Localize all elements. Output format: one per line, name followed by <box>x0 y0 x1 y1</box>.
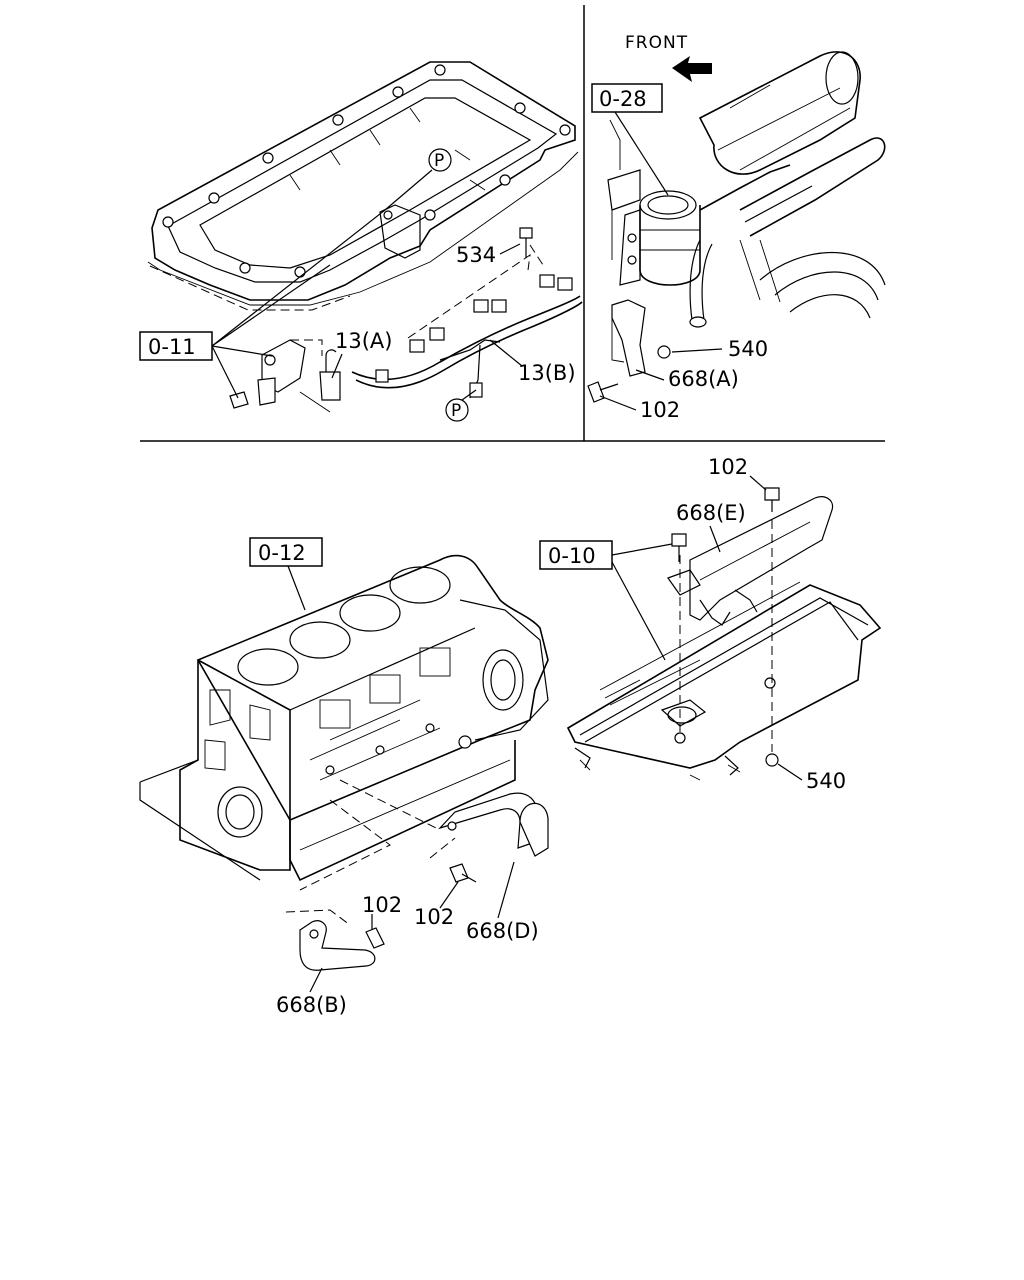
leader-668d <box>497 861 515 919</box>
leader-13b <box>489 339 523 367</box>
ref-box-0-10-label: 0-10 <box>548 544 596 568</box>
ref-box-0-12 <box>249 537 323 567</box>
leader-534 <box>499 243 521 255</box>
circle-marker-p-bottom-label: P <box>451 401 462 421</box>
sensor-parts <box>229 339 341 413</box>
callout-668e: 668(E) <box>676 501 746 525</box>
callout-668d: 668(D) <box>466 919 539 943</box>
panel-dividers <box>140 5 885 442</box>
engine-front-drawing <box>587 51 886 403</box>
oil-pan-drawing <box>147 61 579 311</box>
cylinder-block-drawing <box>139 554 549 891</box>
leader-13a <box>331 353 343 379</box>
callout-534: 534 <box>456 243 496 267</box>
leader-540-top <box>671 348 723 353</box>
callout-13a: 13(A) <box>335 329 392 353</box>
callout-102-bl2: 102 <box>414 905 454 929</box>
leader-668b <box>309 967 323 993</box>
leader-668e <box>709 525 721 553</box>
front-label: FRONT <box>625 33 688 53</box>
ref-box-0-12-label: 0-12 <box>258 541 306 565</box>
callout-102-right: 102 <box>708 455 748 479</box>
leader-102-top <box>599 395 637 411</box>
ref-box-0-28-label: 0-28 <box>599 87 647 111</box>
leader-668a <box>635 369 665 381</box>
callout-540-top: 540 <box>728 337 768 361</box>
circle-marker-p-top-label: P <box>434 151 445 171</box>
bracket-668b-drawing <box>285 909 385 971</box>
leader-102-right <box>749 475 767 491</box>
leader-0-28 <box>614 111 669 196</box>
ref-box-0-11-label: 0-11 <box>148 335 196 359</box>
ref-box-0-28 <box>591 83 663 113</box>
callout-668a: 668(A) <box>668 367 739 391</box>
circle-marker-p-bottom: P <box>445 389 477 422</box>
circle-marker-p-top: P <box>384 148 452 211</box>
leader-lines-0-11 <box>211 209 386 399</box>
callout-102-top: 102 <box>640 398 680 422</box>
front-arrow-icon <box>672 56 712 82</box>
pan-guard-drawing <box>566 487 882 781</box>
callout-668b: 668(B) <box>276 993 347 1017</box>
harness-drawing <box>351 227 583 399</box>
callout-102-bl1: 102 <box>362 893 402 917</box>
leader-102-bl2 <box>439 881 459 909</box>
leader-540-right <box>777 763 803 781</box>
callout-13b: 13(B) <box>518 361 576 385</box>
leader-lines-0-10 <box>611 543 673 661</box>
leader-0-12 <box>287 565 306 611</box>
callout-540-right: 540 <box>806 769 846 793</box>
bracket-668d-drawing <box>429 792 549 883</box>
